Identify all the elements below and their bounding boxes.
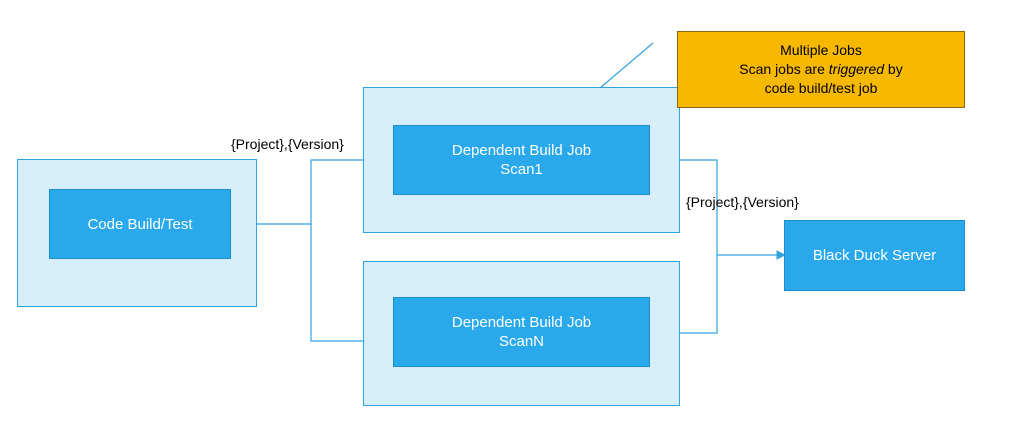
scan1-label-line2: Scan1 [500,161,543,178]
note-line2: Scan jobs are triggered by [739,61,903,77]
black-duck-server-node: Black Duck Server [784,220,965,291]
scann-label-line1: Dependent Build Job [451,314,592,331]
code-build-label: Code Build/Test [87,215,193,233]
connector-build-to-scan1 [230,155,394,225]
edge-label-right: {Project},{Version} [686,194,799,210]
scann-node: Dependent Build Job ScanN [393,297,650,367]
scann-label-line2: ScanN [498,333,545,350]
note-line1: Multiple Jobs [780,42,862,58]
connector-scan1-to-blackduck [651,159,786,260]
code-build-node: Code Build/Test [49,189,231,259]
note-line3: code build/test job [764,80,878,96]
note-callout: Multiple Jobs Scan jobs are triggered by… [677,31,965,108]
edge-label-left: {Project},{Version} [231,136,344,152]
scan1-label-line1: Dependent Build Job [451,142,592,159]
scan1-node: Dependent Build Job Scan1 [393,125,650,195]
note-emphasis: triggered [828,61,885,77]
black-duck-server-label: Black Duck Server [812,247,937,264]
